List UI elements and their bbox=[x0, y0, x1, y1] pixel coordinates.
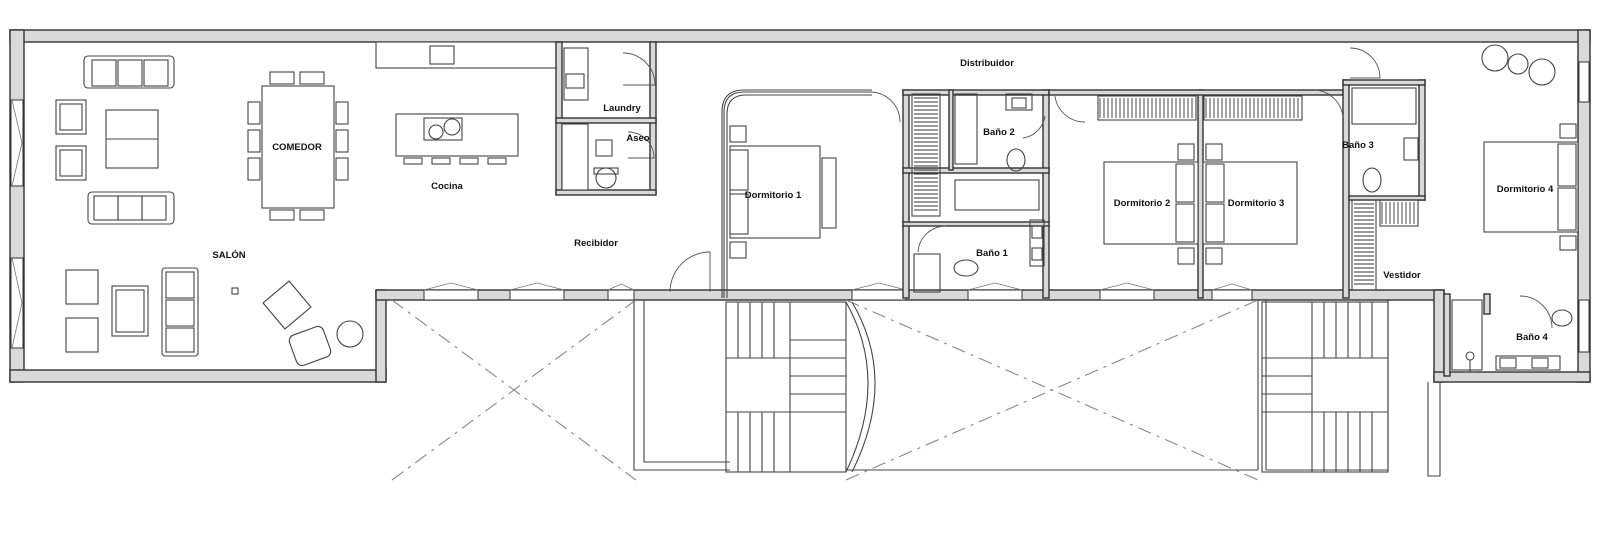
furniture-dormitorios bbox=[729, 44, 1579, 265]
wardrobe-hatch-2 bbox=[1099, 98, 1299, 118]
label-bano-4: Baño 4 bbox=[1516, 332, 1548, 343]
label-distribuidor: Distribuidor bbox=[960, 58, 1014, 69]
label-comedor: COMEDOR bbox=[272, 142, 322, 153]
label-vestidor: Vestidor bbox=[1383, 270, 1421, 281]
wardrobe-hatch-3 bbox=[1354, 202, 1415, 285]
label-recibidor: Recibidor bbox=[574, 238, 618, 249]
label-cocina: Cocina bbox=[431, 181, 463, 192]
furniture-cocina bbox=[395, 113, 519, 165]
label-laundry: Laundry bbox=[603, 103, 641, 114]
furniture-salon bbox=[55, 55, 364, 367]
label-dormitorio-3: Dormitorio 3 bbox=[1228, 198, 1284, 209]
label-aseo: Aseo bbox=[626, 133, 649, 144]
room-labels: SALÓN COMEDOR Cocina Laundry Aseo Recibi… bbox=[212, 58, 1554, 343]
furniture-comedor bbox=[247, 71, 349, 221]
label-bano-1: Baño 1 bbox=[976, 248, 1008, 259]
interior-walls bbox=[375, 41, 1573, 377]
exterior-walls bbox=[9, 29, 1591, 383]
label-dormitorio-1: Dormitorio 1 bbox=[745, 190, 802, 201]
label-dormitorio-2: Dormitorio 2 bbox=[1114, 198, 1170, 209]
exterior-terraces bbox=[391, 299, 1441, 481]
label-salon: SALÓN bbox=[212, 249, 245, 261]
label-dormitorio-4: Dormitorio 4 bbox=[1497, 184, 1554, 195]
label-bano-2: Baño 2 bbox=[983, 127, 1015, 138]
wardrobe-hatch-1 bbox=[914, 97, 938, 211]
label-bano-3: Baño 3 bbox=[1342, 140, 1374, 151]
